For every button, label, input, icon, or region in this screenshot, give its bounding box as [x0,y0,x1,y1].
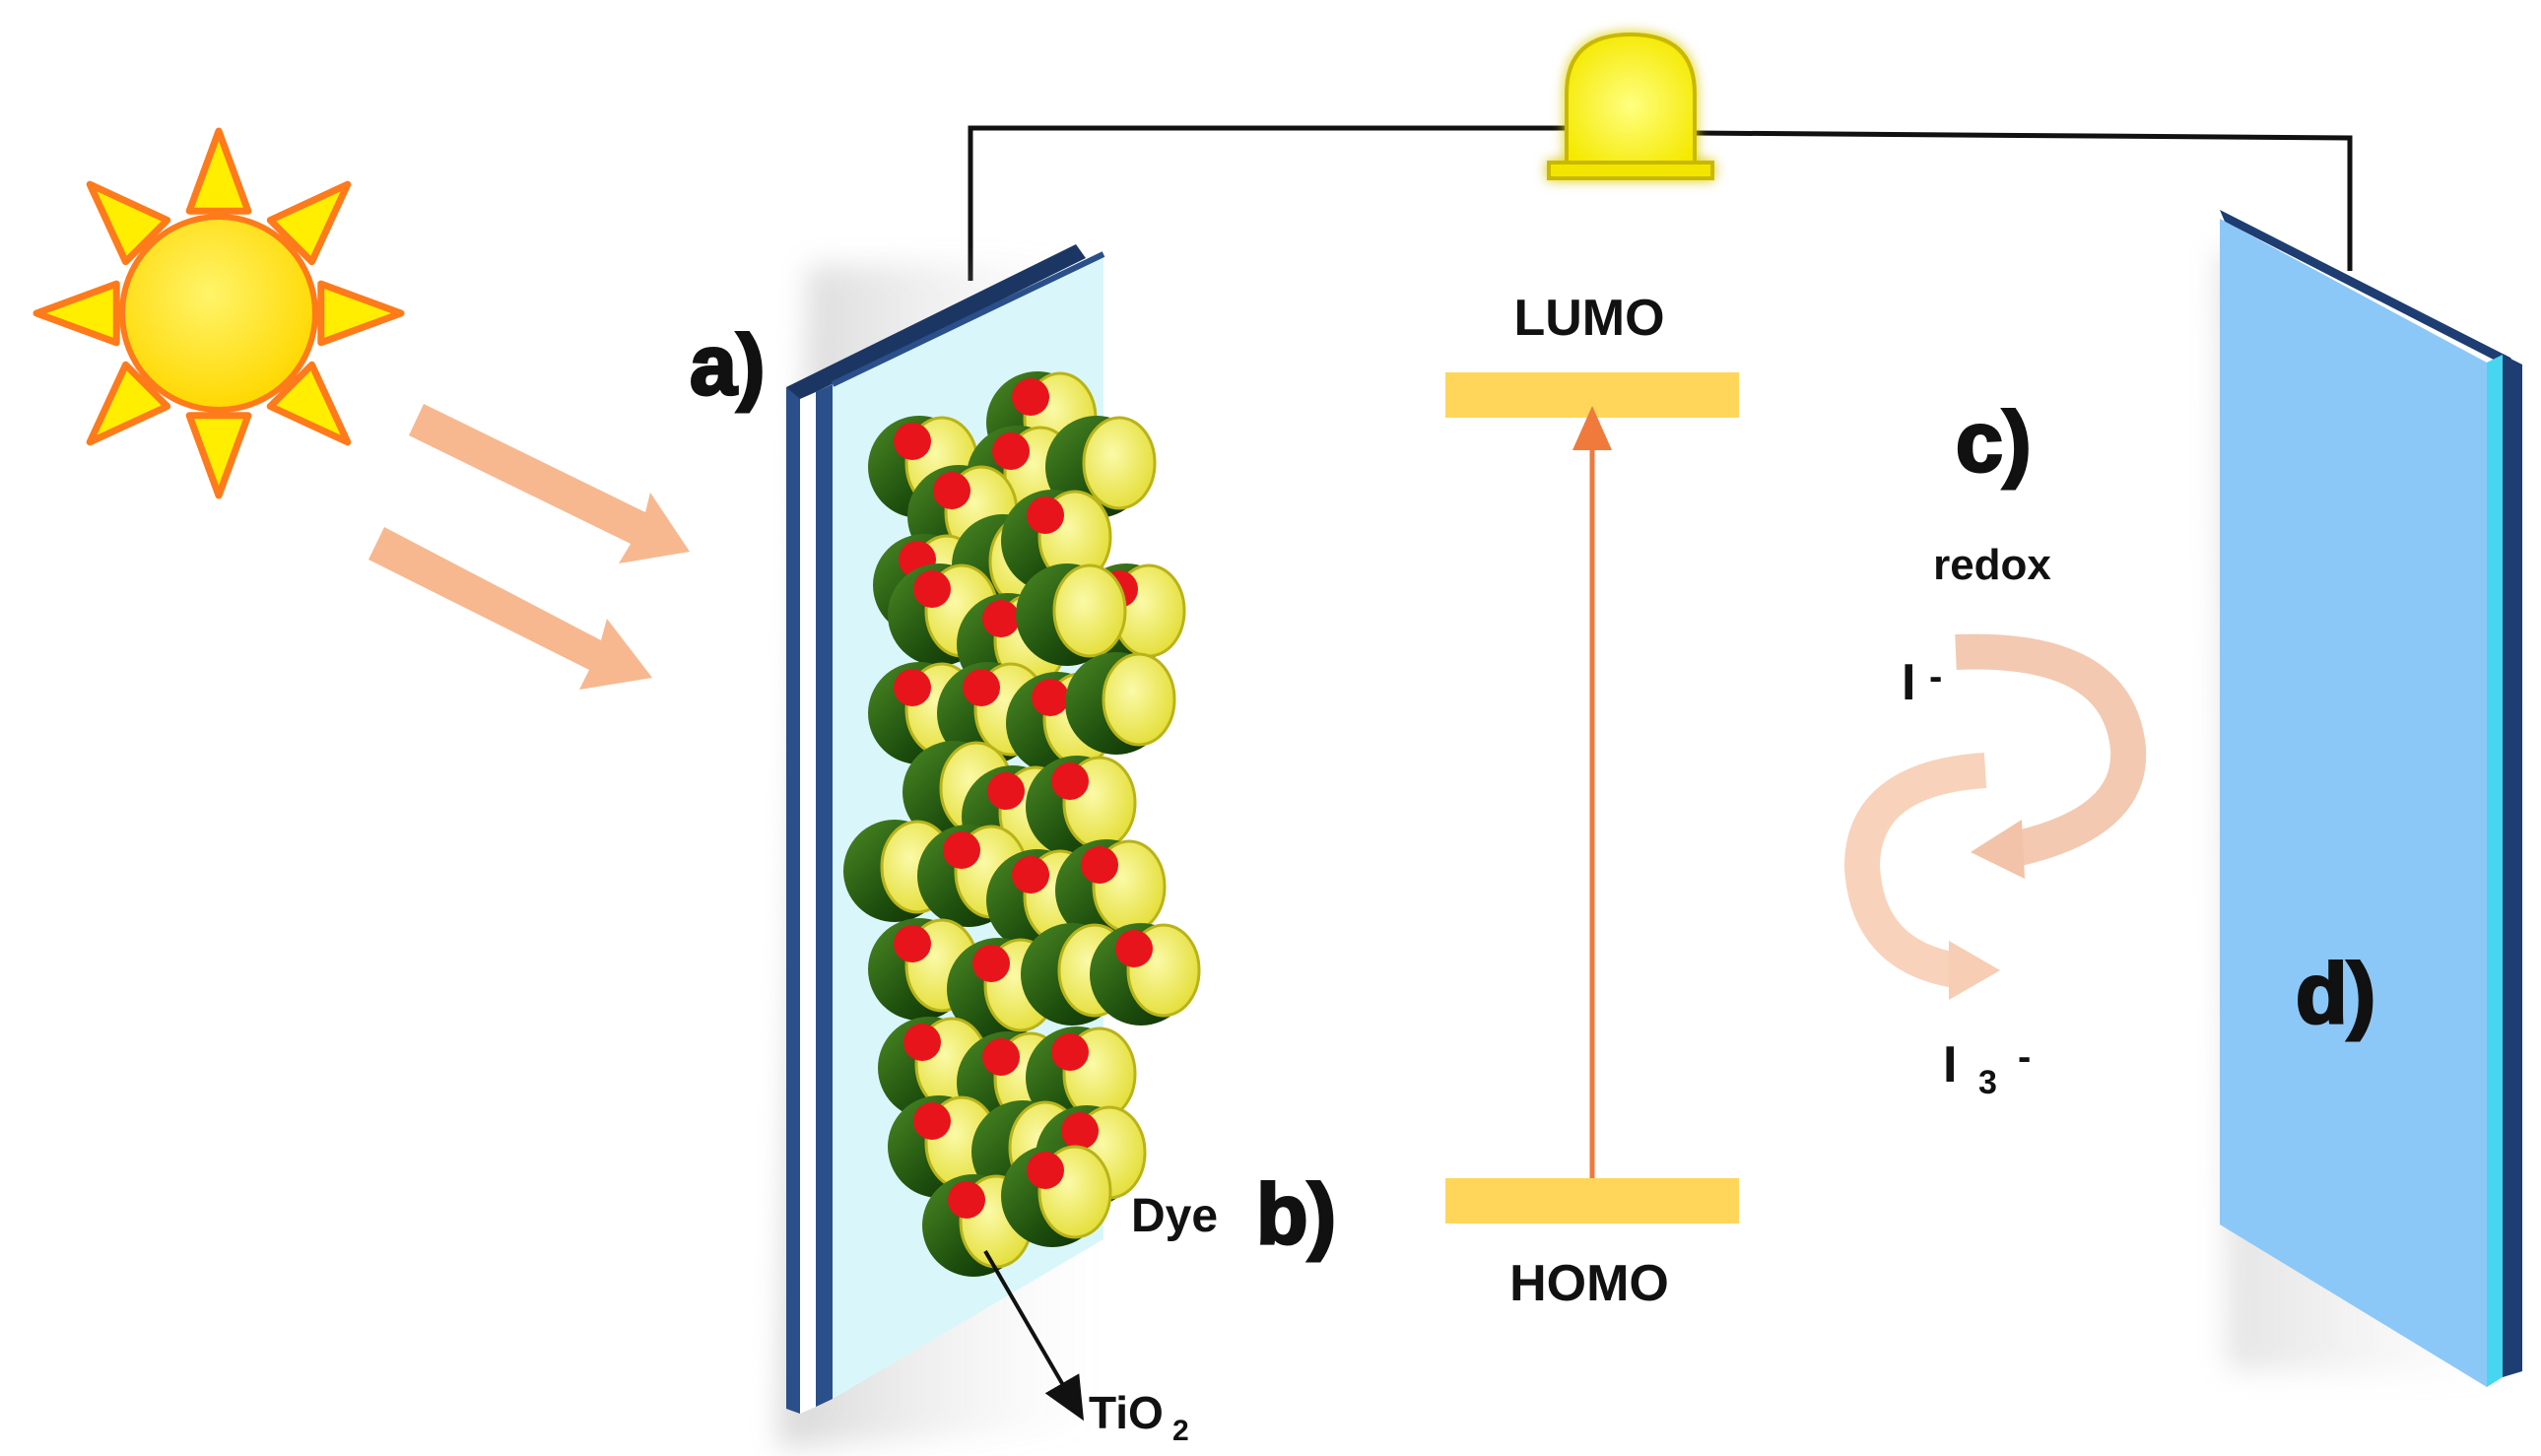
lumo-level [1445,372,1739,418]
dye-molecule [982,600,1020,637]
dye-molecule [894,423,931,460]
svg-text:2: 2 [1172,1415,1189,1447]
sun-ray [86,180,171,266]
dye-molecule [894,669,931,706]
tio2-particle [868,918,979,1021]
dye-molecule [943,831,980,869]
dye-molecule [1081,846,1118,884]
sun-ray [266,361,352,446]
light-arrow-upper [409,404,690,563]
dye-molecule [948,1181,985,1219]
dye-molecule [1012,378,1049,416]
tio2-particle [1055,839,1167,942]
svg-text:-: - [2018,1035,2031,1079]
svg-text:TiO: TiO [1089,1387,1164,1438]
dye-molecule [894,925,931,962]
label-d: d) [2296,947,2375,1041]
label-b: b) [1256,1167,1336,1262]
dye-molecule [963,669,1000,706]
svg-text:3: 3 [1978,1064,1997,1101]
tio2-particle [1065,652,1176,755]
label-dye: Dye [1131,1190,1218,1242]
light-bulb-icon [1547,32,1714,180]
dye-molecule [982,1038,1020,1076]
dye-molecule [913,570,951,608]
sun-ray [33,280,120,347]
dye-molecule [1051,1033,1089,1071]
dye-molecule [987,772,1025,810]
tio2-particle [1090,923,1201,1026]
dye-molecule [1012,856,1049,893]
sun-ray [317,280,405,347]
dye-molecule [1061,1112,1099,1150]
homo-level [1445,1178,1739,1224]
dye-molecule [933,472,970,509]
label-triiodide: I 3 - [1943,1035,2031,1101]
label-tio2: TiO 2 [1089,1387,1189,1447]
external-circuit-wire [968,125,2353,281]
dye-molecule [903,1024,941,1061]
counter-electrode [2217,210,2522,1387]
dye-molecule [1027,496,1064,534]
label-iodide: I - [1902,654,1942,711]
svg-text:I: I [1902,654,1915,711]
tio2-particle [888,1095,999,1198]
label-redox: redox [1933,541,2051,589]
dye-molecule [972,945,1010,982]
dye-molecule [992,432,1030,470]
tio2-particle [1016,563,1127,666]
dye-molecule [1027,1152,1064,1189]
sun-ray [86,361,171,446]
label-lumo: LUMO [1513,290,1664,347]
sun-ray [185,412,252,499]
svg-text:-: - [1929,655,1942,698]
tio2-dye-particles [843,371,1201,1277]
sun-ray [185,127,252,215]
label-c: c) [1956,395,2031,490]
light-arrow-lower [368,527,652,690]
dye-molecule [1115,930,1153,967]
dye-molecule [1051,762,1089,800]
label-a: a) [690,318,765,413]
redox-cycle-arrows [1843,633,2147,1000]
sun-ray [266,180,352,266]
svg-text:I: I [1943,1036,1957,1093]
dye-molecule [1032,679,1069,716]
sun-icon [33,127,405,499]
tio2-pointer-arrow [983,1249,1085,1422]
dye-molecule [913,1102,951,1140]
label-homo: HOMO [1509,1255,1669,1312]
tio2-particle [1001,1145,1112,1247]
